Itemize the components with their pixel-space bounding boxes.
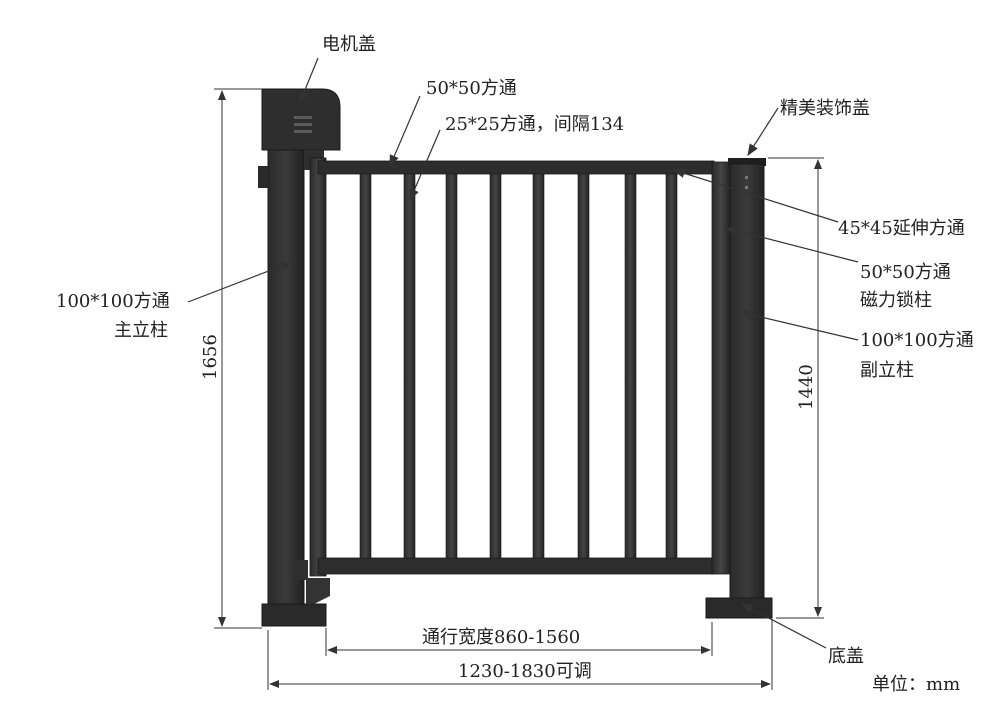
label-decor-cover: 精美装饰盖 bbox=[780, 98, 870, 119]
leader-decor-cover bbox=[747, 107, 779, 157]
label-lock-post-2: 磁力锁柱 bbox=[860, 290, 932, 311]
hinge-plate bbox=[294, 560, 308, 580]
leader-motor-cover bbox=[299, 57, 319, 104]
dimension-text: 1656 1440 通行宽度860-1560 1230-1830可调 单位：mm bbox=[200, 334, 960, 695]
dim-passage-text: 通行宽度860-1560 bbox=[422, 627, 580, 648]
label-sub-post-1: 100*100方通 bbox=[860, 330, 974, 351]
vertical-bar bbox=[489, 173, 502, 559]
leader-sub-post bbox=[738, 309, 859, 341]
hinge-stile bbox=[309, 157, 327, 577]
leader-tube-50 bbox=[389, 95, 421, 168]
label-motor-cover: 电机盖 bbox=[322, 34, 376, 55]
dim-sub-height-text: 1440 bbox=[796, 364, 817, 410]
vertical-bar bbox=[359, 173, 372, 559]
vertical-bar bbox=[624, 173, 637, 559]
vertical-bar bbox=[665, 173, 678, 559]
leader-tube-25 bbox=[409, 129, 441, 202]
main-post-body bbox=[267, 149, 305, 609]
sub-post bbox=[705, 158, 773, 619]
leader-lock-post bbox=[724, 226, 859, 263]
label-main-post-2: 主立柱 bbox=[114, 320, 168, 341]
dimension-lines bbox=[214, 88, 824, 690]
label-ext-tube: 45*45延伸方通 bbox=[838, 218, 965, 239]
main-post bbox=[258, 88, 341, 627]
vent-slot bbox=[294, 116, 312, 119]
label-base-cover: 底盖 bbox=[828, 646, 864, 667]
leader-ext-tube bbox=[672, 168, 839, 223]
decor-cover bbox=[728, 158, 766, 166]
label-tube-50: 50*50方通 bbox=[426, 78, 517, 99]
dim-adjust-text: 1230-1830可调 bbox=[458, 661, 592, 682]
vertical-bar bbox=[577, 173, 590, 559]
leader-lines bbox=[187, 57, 859, 649]
label-tube-25: 25*25方通，间隔134 bbox=[445, 114, 624, 135]
vertical-bar bbox=[445, 173, 458, 559]
main-post-base bbox=[261, 603, 327, 627]
leader-base-cover bbox=[740, 603, 827, 649]
dim-total-height-text: 1656 bbox=[200, 334, 221, 380]
bottom-rail bbox=[317, 557, 715, 575]
vertical-bars bbox=[359, 173, 678, 559]
label-sub-post-2: 副立柱 bbox=[860, 360, 914, 381]
sub-post-body bbox=[729, 163, 765, 603]
unit-note: 单位：mm bbox=[872, 674, 960, 695]
motor-cover bbox=[261, 88, 341, 151]
top-rail bbox=[317, 160, 715, 175]
hinge-block bbox=[258, 166, 268, 188]
vent-slot bbox=[294, 130, 312, 133]
label-main-post-1: 100*100方通 bbox=[56, 291, 170, 312]
gate-leaf bbox=[309, 157, 731, 577]
lock-post bbox=[711, 161, 731, 575]
screw-dot bbox=[745, 176, 748, 179]
vertical-bar bbox=[532, 173, 545, 559]
vent-slot bbox=[294, 123, 312, 126]
screw-dot bbox=[745, 186, 748, 189]
base-bracket bbox=[306, 578, 330, 604]
vertical-bar bbox=[403, 173, 416, 559]
label-lock-post-1: 50*50方通 bbox=[860, 262, 951, 283]
labels: 电机盖 50*50方通 25*25方通，间隔134 精美装饰盖 45*45延伸方… bbox=[56, 34, 974, 667]
base-cover bbox=[705, 597, 773, 619]
leader-main-post bbox=[187, 261, 294, 303]
